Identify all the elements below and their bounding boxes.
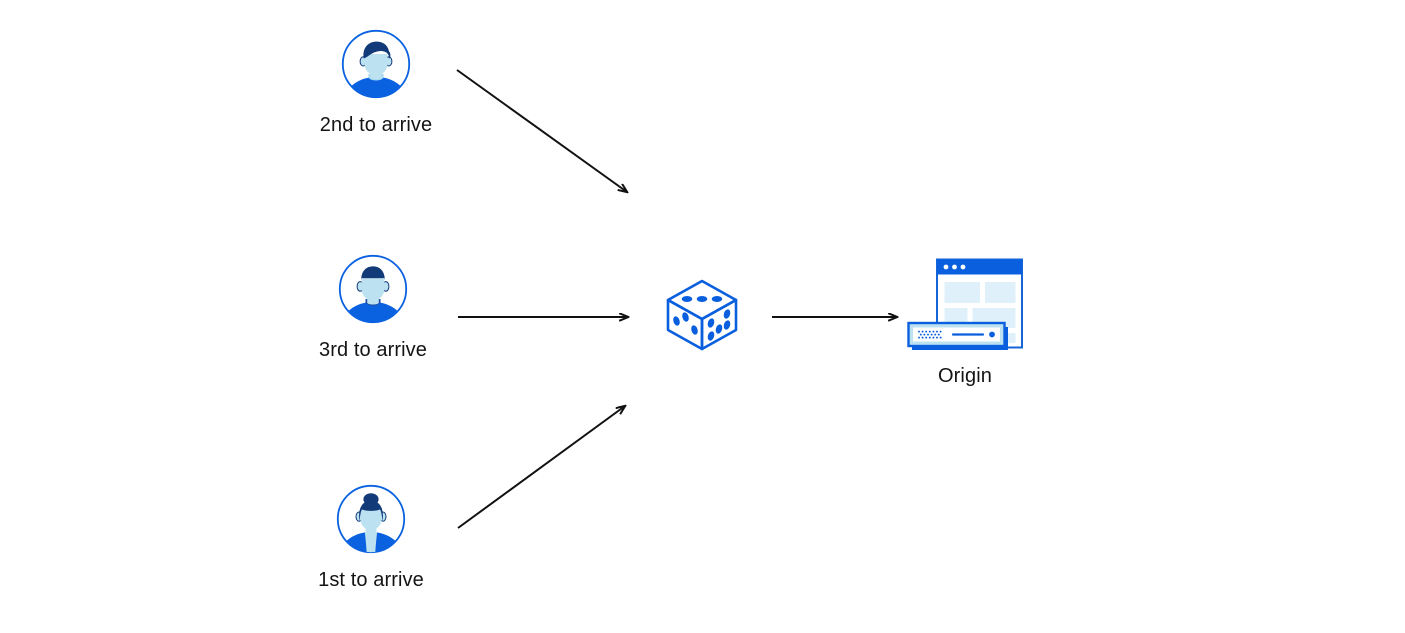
client-node-middle[interactable]: 3rd to arrive [303,253,443,363]
arrow-bottom-to-dice [457,406,625,529]
origin-label: Origin [938,365,992,387]
user-avatar-icon [335,483,407,555]
client-label-top: 2nd to arrive [319,114,433,136]
arrow-top-to-dice [456,69,627,192]
user-avatar-icon [340,28,412,100]
server-rack-icon [907,321,1008,350]
client-label-bottom: 1st to arrive [318,569,424,591]
origin-node[interactable]: Origin [905,255,1025,389]
origin-server-icon [906,255,1024,355]
user-avatar-icon [337,253,409,325]
client-node-bottom[interactable]: 1st to arrive [301,483,441,593]
random-selector-node[interactable] [660,273,744,357]
dice-icon [660,273,744,357]
client-node-top[interactable]: 2nd to arrive [306,28,446,138]
client-label-middle: 3rd to arrive [318,339,427,361]
